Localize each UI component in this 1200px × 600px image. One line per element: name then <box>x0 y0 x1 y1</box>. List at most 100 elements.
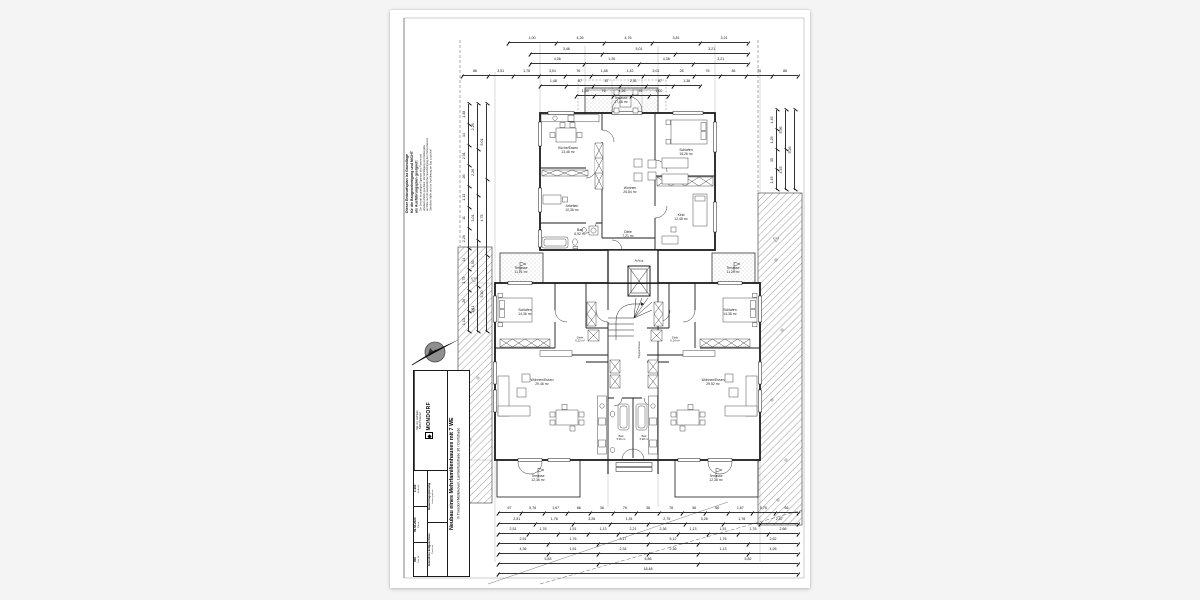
dimension-value: 4,26 <box>748 547 798 554</box>
dimension-value: 2,34 <box>598 547 648 554</box>
dimension-value: 2,01 <box>462 145 469 166</box>
dimension-value: 1,00 <box>508 36 556 43</box>
dimension-value: 1,00 <box>576 89 594 96</box>
dimension-value: 3,26 <box>573 517 611 524</box>
dimension-value: 18,48 <box>498 567 798 574</box>
dimension-value: 2,51 <box>498 517 536 524</box>
dimension-value: 1,76 <box>698 537 748 544</box>
dimension-value: 1,51 <box>558 527 588 534</box>
disclaimer-fine-print: Der Entwurf ist geistiges Eigentum des P… <box>419 137 433 211</box>
dimension-value: 1,42 <box>617 69 643 76</box>
architect-contact: Dipl.-Ing. Architekt 53840 Troisdorf <box>414 371 424 470</box>
windows <box>493 111 762 462</box>
dimension-value: 1,76 <box>528 527 558 534</box>
dimension-value: 4,06 <box>530 57 585 64</box>
dimension-value: 3,21 <box>700 36 748 43</box>
dimension-value: 66 <box>775 506 798 513</box>
dimension-value: 2,21 <box>618 527 648 534</box>
dimension-value: 1,25 <box>770 130 777 150</box>
dimension-value: 1,13 <box>588 527 618 534</box>
disclaimer-heading: Dieser Entwurfsplan ist Grundlage für di… <box>405 151 419 213</box>
room-label-living-left: Wohnen/Essen 29,46 m² <box>530 377 554 386</box>
dimension-value: 14 <box>462 249 469 270</box>
room-label-bedroom-left: Schlafen 14,36 m² <box>518 307 532 316</box>
dimension-value: 76 <box>594 89 612 96</box>
dimension-value: 5,01 <box>480 104 487 180</box>
dimension-value: 1,38 <box>462 104 469 125</box>
dimension-value: 4,38 <box>639 57 694 64</box>
dimension-value: 1,48 <box>540 79 567 86</box>
dimension-value: 5,86 <box>598 557 698 564</box>
dimension-value: 1,13 <box>462 311 469 332</box>
dimension-value: 3,51 <box>488 69 514 76</box>
dimension-value: 3,26 <box>686 517 724 524</box>
room-label-terrace-mid-right: Terrasse 11,24 m² <box>726 265 740 274</box>
dimension-value: 3,21 <box>675 47 748 54</box>
project-title-line1: Neubau eines Mehrfamilienhauses mit 7 WE <box>449 417 455 530</box>
dimension-value: 26 <box>669 69 695 76</box>
room-label-bath-left: Bad 5,96 m² <box>616 434 626 441</box>
dimension-value: 3,51 <box>471 286 478 332</box>
room-label-bedroom-right: Schlafen 14,38 m² <box>723 307 737 316</box>
field-content-label: Planinhalt <box>431 544 434 555</box>
dimension-value: 1,51 <box>708 527 738 534</box>
dimension-value: 4,26 <box>613 89 631 96</box>
dimension-value: 5,83 <box>498 557 598 564</box>
room-label-hall-top: Diele 7,21 m² <box>622 229 634 238</box>
dimension-value: 1,51 <box>471 241 478 287</box>
room-label-elevator: Aufzug <box>634 258 644 263</box>
title-block-logo-box: Dipl.-Ing. Architekt 53840 Troisdorf MON… <box>414 371 448 471</box>
room-label-bath-top: Bad 6,92 m² <box>574 227 586 236</box>
dimension-value: 87 <box>593 79 620 86</box>
title-block-project-title: Neubau eines Mehrfamilienhauses mit 7 WE… <box>447 371 469 576</box>
sheet-frame <box>403 17 805 579</box>
dimension-value: 14 <box>462 125 469 146</box>
dimension-value: 76 <box>660 506 683 513</box>
north-arrow-icon <box>411 339 460 366</box>
dimension-value: 1,13 <box>678 527 708 534</box>
dimension-value: 5,01 <box>603 47 676 54</box>
dimension-value: 76 <box>746 69 772 76</box>
field-planno-label: Plan-Nr. <box>417 555 420 564</box>
dimension-value: 3,01 <box>643 69 669 76</box>
room-label-bath-right: Bad 5,98 m² <box>639 434 649 441</box>
dimension-value: 86 <box>772 69 798 76</box>
room-label-child-top: Kind 12,48 m² <box>674 212 688 221</box>
dimension-value: 5,30 <box>480 256 487 332</box>
dimension-value: 1,75 <box>462 270 469 291</box>
dimension-value: 26 <box>462 166 469 187</box>
dimension-value: 3,81 <box>652 36 700 43</box>
dimension-value: 76 <box>565 69 591 76</box>
dimension-value: 36 <box>636 506 659 513</box>
dimension-value: 9,26 <box>788 110 795 190</box>
field-phase-label: Leistungsphase <box>431 489 434 504</box>
dimension-value: 1,76 <box>738 527 768 534</box>
title-block: Dipl.-Ing. Architekt 53840 Troisdorf MON… <box>413 370 470 577</box>
dimension-value: 2,26 <box>471 150 478 196</box>
dimension-value: 1,45 <box>770 170 777 190</box>
furniture <box>497 89 758 478</box>
dimension-value: 87 <box>647 79 674 86</box>
dimension-value: 1,51 <box>611 517 649 524</box>
dimension-value: 4,76 <box>604 36 652 43</box>
room-label-terrace-top: Terrasse 17,48 m² <box>614 95 628 104</box>
dimension-value: 57 <box>567 79 594 86</box>
project-title-line2: in Troisdorf-Müllekoven, Lambertusstraße… <box>456 427 461 520</box>
dimension-value: 2,51 <box>498 527 528 534</box>
dimension-value: 67 <box>498 506 521 513</box>
dimension-value: 5,96 <box>779 110 786 150</box>
dimension-value: 1,67 <box>544 506 567 513</box>
dimension-value: 2,62 <box>748 537 798 544</box>
room-label-hall-left: Diele 6,12 m² <box>575 335 585 343</box>
